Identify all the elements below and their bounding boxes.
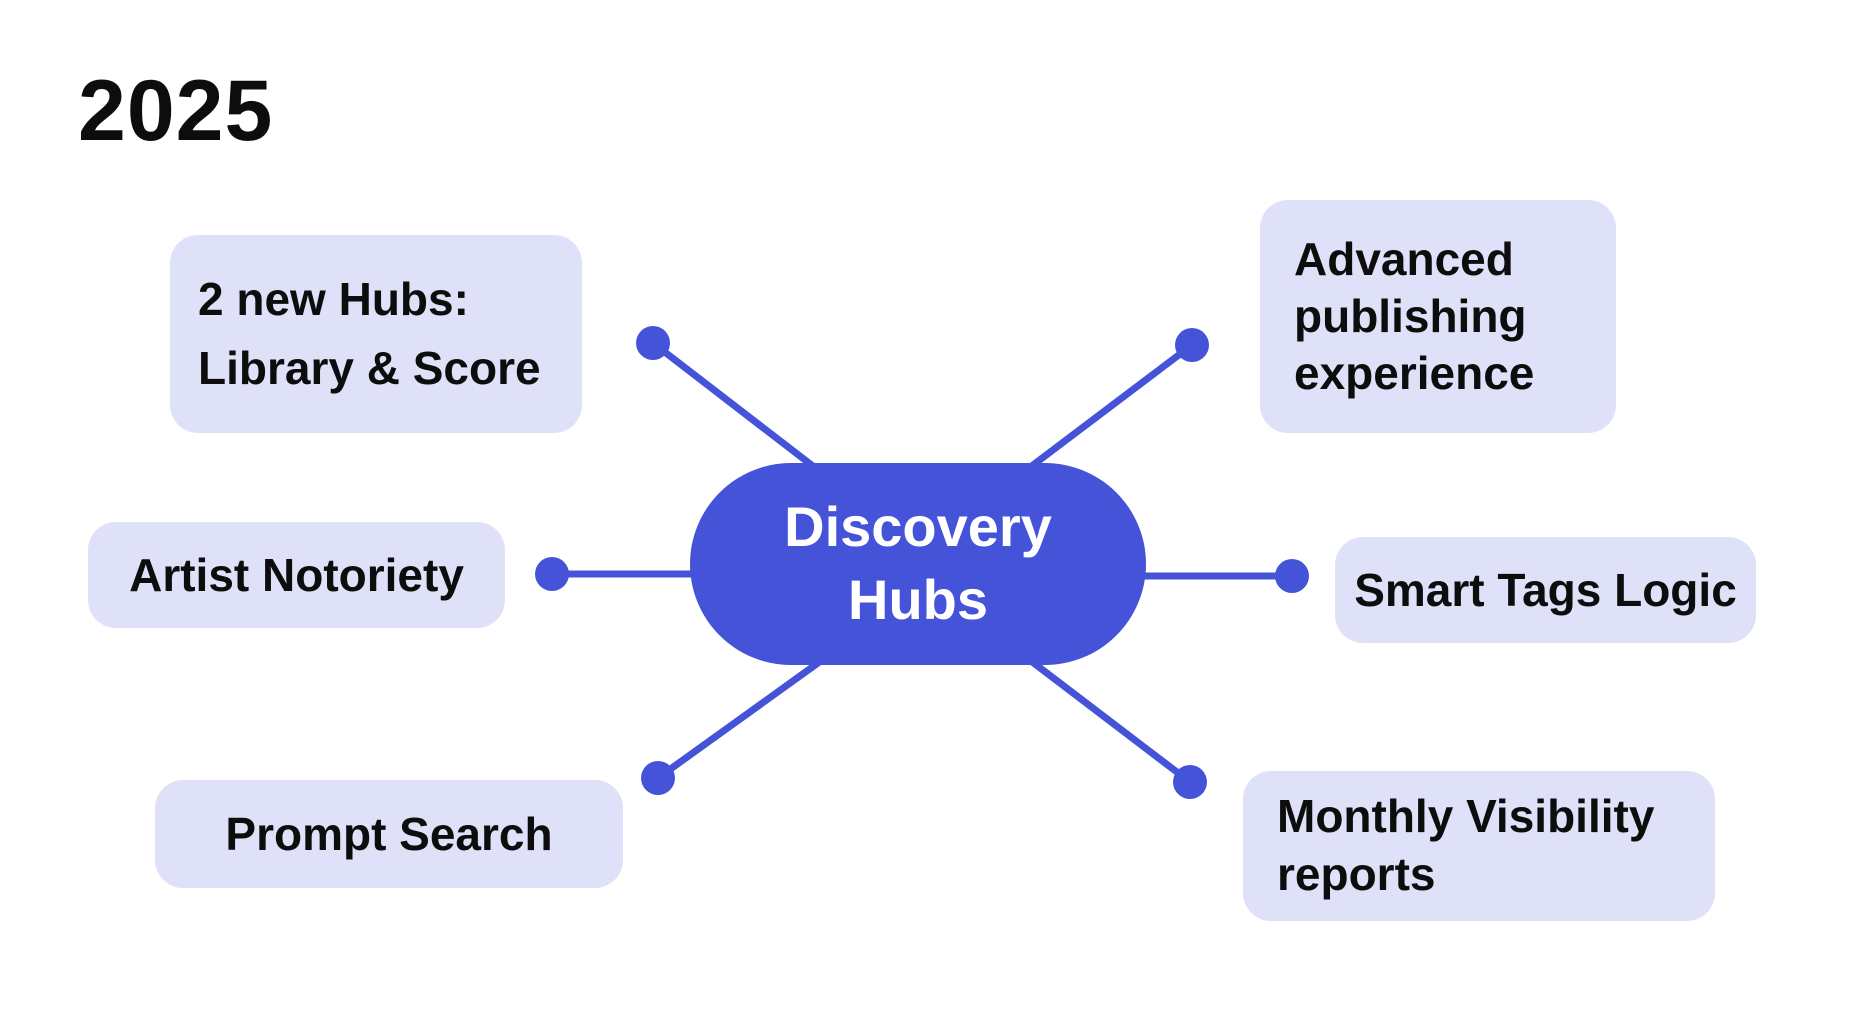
connector-dot-middle-left	[535, 557, 569, 591]
center-node-label-line2: Hubs	[848, 568, 988, 631]
node-smart-tags-label: Smart Tags Logic	[1354, 564, 1737, 616]
node-new-hubs: 2 new Hubs: Library & Score	[170, 235, 582, 433]
center-node-label-line1: Discovery	[784, 495, 1052, 559]
node-prompt-search: Prompt Search	[155, 780, 623, 888]
node-artist-notoriety: Artist Notoriety	[88, 522, 505, 628]
node-advanced-publishing: Advanced publishing experience	[1260, 200, 1616, 433]
connector-dot-top-left	[636, 326, 670, 360]
connector-line-bottom-right	[1006, 641, 1194, 786]
connector-dot-bottom-left	[641, 761, 675, 795]
node-monthly-reports-label-line1: Monthly Visibility	[1277, 790, 1655, 843]
center-node-discovery-hubs: Discovery Hubs	[690, 463, 1146, 665]
node-advanced-publishing-label-line2: publishing	[1294, 289, 1527, 342]
node-smart-tags: Smart Tags Logic	[1335, 537, 1756, 643]
connector-dot-bottom-right	[1173, 765, 1207, 799]
node-new-hubs-label-line1: 2 new Hubs:	[198, 273, 469, 325]
node-advanced-publishing-label-line1: Advanced	[1294, 232, 1514, 285]
node-monthly-reports-label-line2: reports	[1277, 848, 1436, 900]
node-artist-notoriety-label: Artist Notoriety	[129, 549, 464, 601]
page-title: 2025	[78, 63, 274, 159]
connector-dot-top-right	[1175, 328, 1209, 362]
node-prompt-search-label: Prompt Search	[225, 808, 553, 860]
connector-dot-middle-right	[1275, 559, 1309, 593]
node-new-hubs-label-line2: Library & Score	[198, 342, 541, 394]
node-monthly-reports: Monthly Visibility reports	[1243, 771, 1715, 921]
node-advanced-publishing-label-line3: experience	[1294, 347, 1535, 400]
